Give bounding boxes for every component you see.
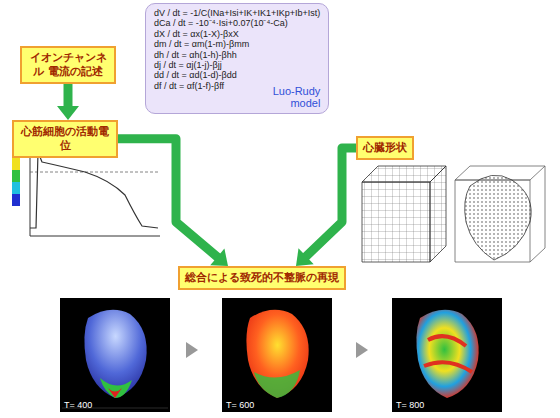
flow-arrow [296, 148, 356, 266]
arrow-shaft [305, 148, 356, 258]
arrow-shaft [64, 84, 73, 109]
time-label: T= 400 [64, 400, 92, 410]
equation-box: dV / dt = -1/C(INa+Isi+IK+IK1+IKp+Ib+Ist… [145, 3, 329, 114]
equation: dV / dt = -1/C(INa+Isi+IK+IK1+IKp+Ib+Ist… [154, 8, 320, 18]
equation: dh / dt = αh(1-h)-βhh [154, 50, 320, 60]
model-name: Luo-Rudy model [260, 85, 320, 109]
equation: dm / dt = αm(1-m)-βmm [154, 39, 320, 49]
box-label: 総合による致死的不整脈の再現 [185, 271, 339, 285]
time-label: T= 600 [226, 400, 254, 410]
equation: dX / dt = αx(1-X)-βxX [154, 29, 320, 39]
box-label: 心筋細胞の活動電位 [19, 125, 111, 153]
process-box: 心筋細胞の活動電位 [12, 120, 118, 158]
flow-arrow [118, 139, 228, 266]
result-box: 総合による致死的不整脈の再現 [178, 266, 346, 290]
arrow-head [296, 248, 314, 266]
flow-arrow [57, 84, 79, 121]
equation: dj / dt = αj(1-j)-βjj [154, 60, 320, 70]
box-label: イオンチャンネル 電流の記述 [27, 51, 109, 79]
process-box: イオンチャンネル 電流の記述 [20, 46, 116, 84]
heart-geometry [362, 166, 545, 262]
process-box: 心臓形状 [356, 136, 414, 160]
arrow-head [210, 249, 228, 266]
arrow-shaft [118, 139, 219, 258]
equation: dCa / dt = -10⁻⁴·Isi+0.07(10⁻⁴-Ca) [154, 18, 320, 28]
box-label: 心臓形状 [363, 141, 407, 155]
action-potential-plot [12, 146, 160, 236]
equation: dd / dt = αd(1-d)-βdd [154, 70, 320, 80]
arrow-head [57, 106, 79, 120]
simulation-frames [60, 298, 502, 412]
time-label: T= 800 [396, 400, 424, 410]
